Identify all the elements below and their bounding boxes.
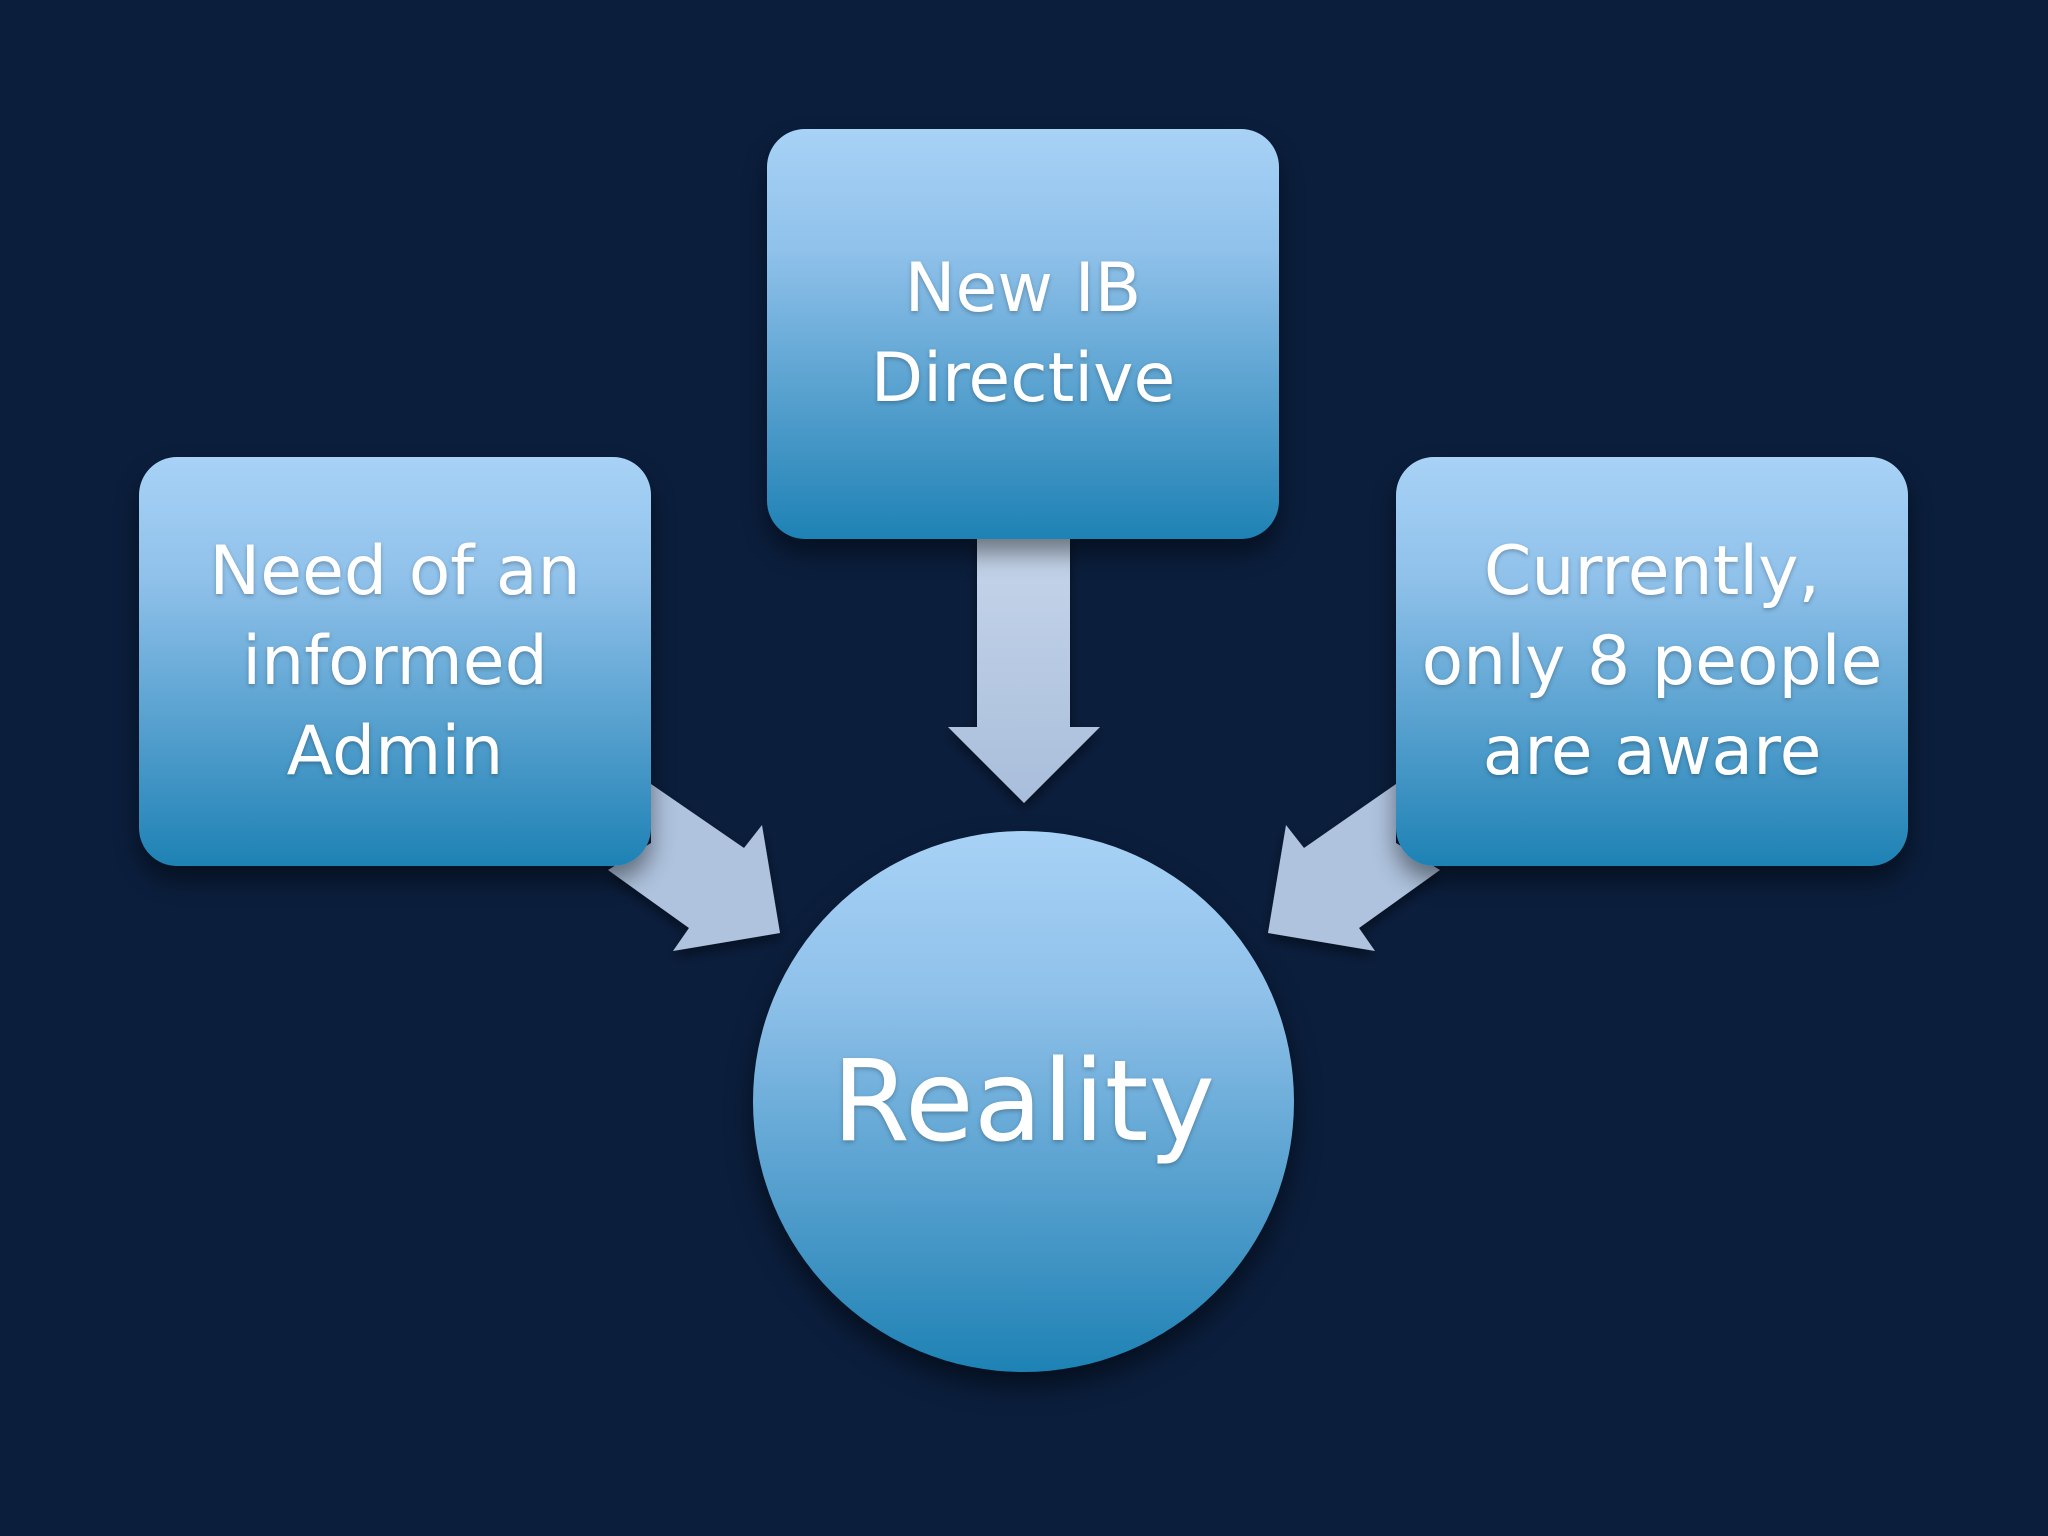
input-box-awareness: Currently, only 8 people are aware xyxy=(1396,457,1908,866)
input-box-new-ib-directive: New IB Directive xyxy=(767,129,1279,539)
center-circle-reality: Reality xyxy=(753,831,1294,1372)
arrow-left-to-center xyxy=(608,784,780,951)
input-box-label: New IB Directive xyxy=(870,249,1176,418)
arrow-right-to-center xyxy=(1268,784,1440,951)
center-circle-label: Reality xyxy=(832,1036,1215,1167)
input-box-label: Need of an informed Admin xyxy=(209,531,581,791)
input-box-label: Currently, only 8 people are aware xyxy=(1421,531,1883,791)
input-box-informed-admin: Need of an informed Admin xyxy=(139,457,651,866)
arrow-top-to-center xyxy=(948,538,1100,803)
